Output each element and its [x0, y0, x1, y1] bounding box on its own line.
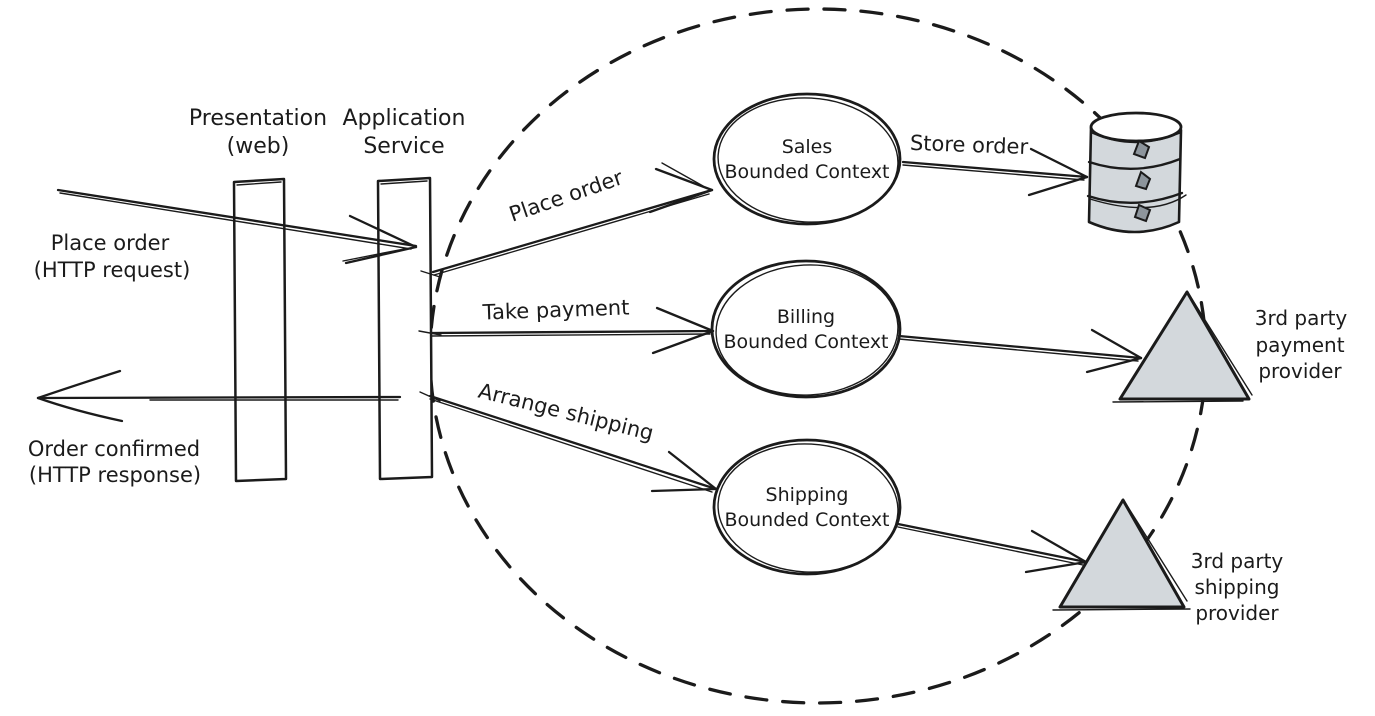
application-label-line1: Application [343, 106, 466, 131]
http-response-arrow [36, 369, 402, 423]
presentation-lifeline-bar [232, 177, 288, 483]
store-order-arrow [901, 147, 1089, 197]
billing-context-label-line2: Bounded Context [723, 331, 888, 353]
take-payment-arrow [418, 306, 715, 355]
sales-context-label-line2: Bounded Context [724, 161, 889, 183]
billing-to-payment-arrow [897, 328, 1143, 374]
sales-context-label-line1: Sales [782, 136, 833, 158]
payment-provider-label-line1: 3rd party [1255, 306, 1348, 330]
db-record-blob-3 [1133, 203, 1152, 223]
application-service-lifeline-bar [376, 176, 434, 481]
shipping-provider-label-line1: 3rd party [1191, 549, 1284, 573]
billing-context-label-line1: Billing [777, 306, 835, 328]
arrange-shipping-arrow-label: Arrange shipping [476, 379, 656, 446]
presentation-label-line1: Presentation [189, 106, 327, 131]
presentation-label-line2: (web) [227, 134, 290, 159]
shipping-provider-label-line2: shipping [1195, 575, 1280, 599]
http-request-arrow [56, 188, 418, 265]
database-icon [1086, 111, 1187, 234]
sales-bounded-context: Sales Bounded Context [712, 92, 902, 226]
arrange-shipping-arrow [419, 391, 718, 493]
payment-provider-label-line3: provider [1258, 359, 1342, 383]
store-order-arrow-label: Store order [910, 131, 1029, 159]
shipping-provider-triangle [1052, 498, 1191, 611]
presentation-lifeline-label: Presentation (web) [189, 106, 327, 159]
http-request-label-line2: (HTTP request) [34, 258, 191, 282]
http-response-label-line1: Order confirmed [28, 437, 200, 461]
payment-provider-triangle [1112, 290, 1253, 403]
shipping-bounded-context: Shipping Bounded Context [712, 438, 902, 576]
http-request-label: Place order (HTTP request) [34, 231, 191, 282]
payment-provider-label: 3rd party payment provider [1255, 306, 1348, 383]
http-response-label-line2: (HTTP response) [29, 463, 201, 487]
place-order-arrow [420, 162, 714, 278]
shipping-context-label-line1: Shipping [766, 484, 849, 506]
take-payment-arrow-label: Take payment [481, 295, 630, 324]
billing-bounded-context: Billing Bounded Context [710, 259, 902, 399]
shipping-provider-label-line3: provider [1195, 601, 1279, 625]
http-response-label: Order confirmed (HTTP response) [28, 437, 201, 487]
db-record-blob-1 [1132, 139, 1151, 160]
shipping-context-label-line2: Bounded Context [724, 509, 889, 531]
place-order-arrow-label: Place order [506, 165, 626, 226]
db-record-blob-2 [1134, 170, 1152, 191]
shipping-to-provider-arrow [896, 522, 1088, 574]
application-service-lifeline-label: Application Service [343, 106, 466, 159]
http-request-label-line1: Place order [51, 231, 170, 255]
shipping-provider-label: 3rd party shipping provider [1191, 549, 1284, 625]
application-label-line2: Service [363, 134, 444, 159]
payment-provider-label-line2: payment [1255, 333, 1344, 357]
